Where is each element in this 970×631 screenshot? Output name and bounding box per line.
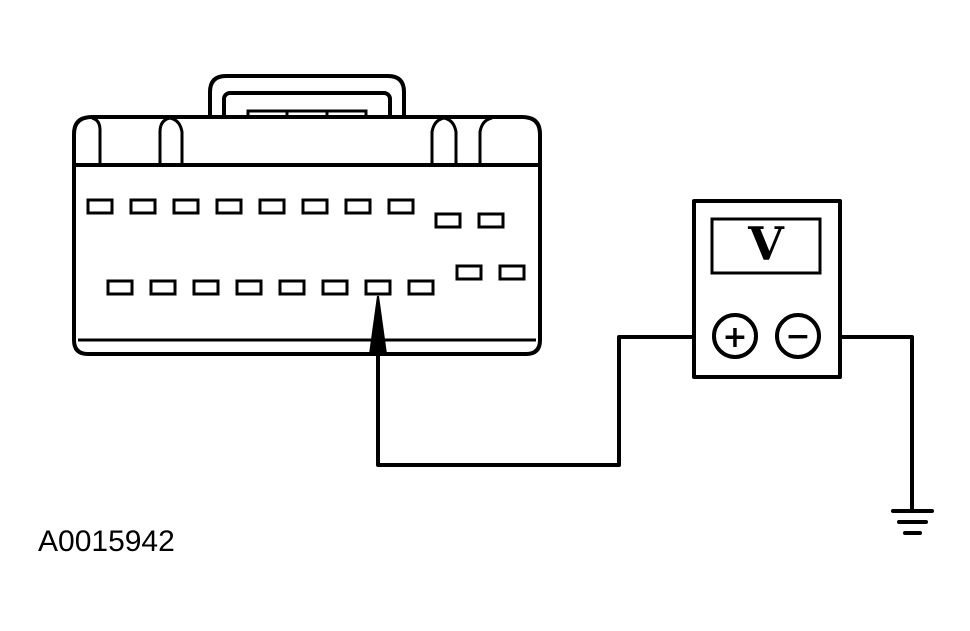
negative-terminal-label: − <box>785 319 810 354</box>
pin <box>258 198 286 215</box>
ground-icon <box>891 509 934 535</box>
pin <box>192 279 220 296</box>
pin <box>129 198 157 215</box>
pin <box>434 212 462 229</box>
pin <box>278 279 306 296</box>
figure-id: A0015942 <box>38 525 175 558</box>
negative-lead-wire <box>818 335 914 512</box>
pin <box>407 279 435 296</box>
pin <box>455 264 483 281</box>
pin <box>301 198 329 215</box>
pin <box>477 212 505 229</box>
positive-terminal <box>712 313 758 359</box>
positive-terminal-label: + <box>722 320 747 355</box>
pin <box>86 198 114 215</box>
pin <box>498 264 526 281</box>
pin <box>387 198 415 215</box>
voltmeter-symbol: V <box>747 217 785 271</box>
voltmeter-display <box>710 217 822 275</box>
pin-row-lower <box>106 264 526 296</box>
pin-row-upper <box>86 198 505 229</box>
pin <box>321 279 349 296</box>
pin <box>215 198 243 215</box>
voltmeter: V + − <box>692 199 842 379</box>
test-pin <box>364 279 392 296</box>
negative-terminal <box>775 313 821 359</box>
pin <box>149 279 177 296</box>
pin <box>344 198 372 215</box>
pin <box>235 279 263 296</box>
connector <box>72 74 542 356</box>
connector-body <box>72 115 542 356</box>
positive-lead-wire <box>376 335 714 467</box>
pin <box>172 198 200 215</box>
pin <box>106 279 134 296</box>
